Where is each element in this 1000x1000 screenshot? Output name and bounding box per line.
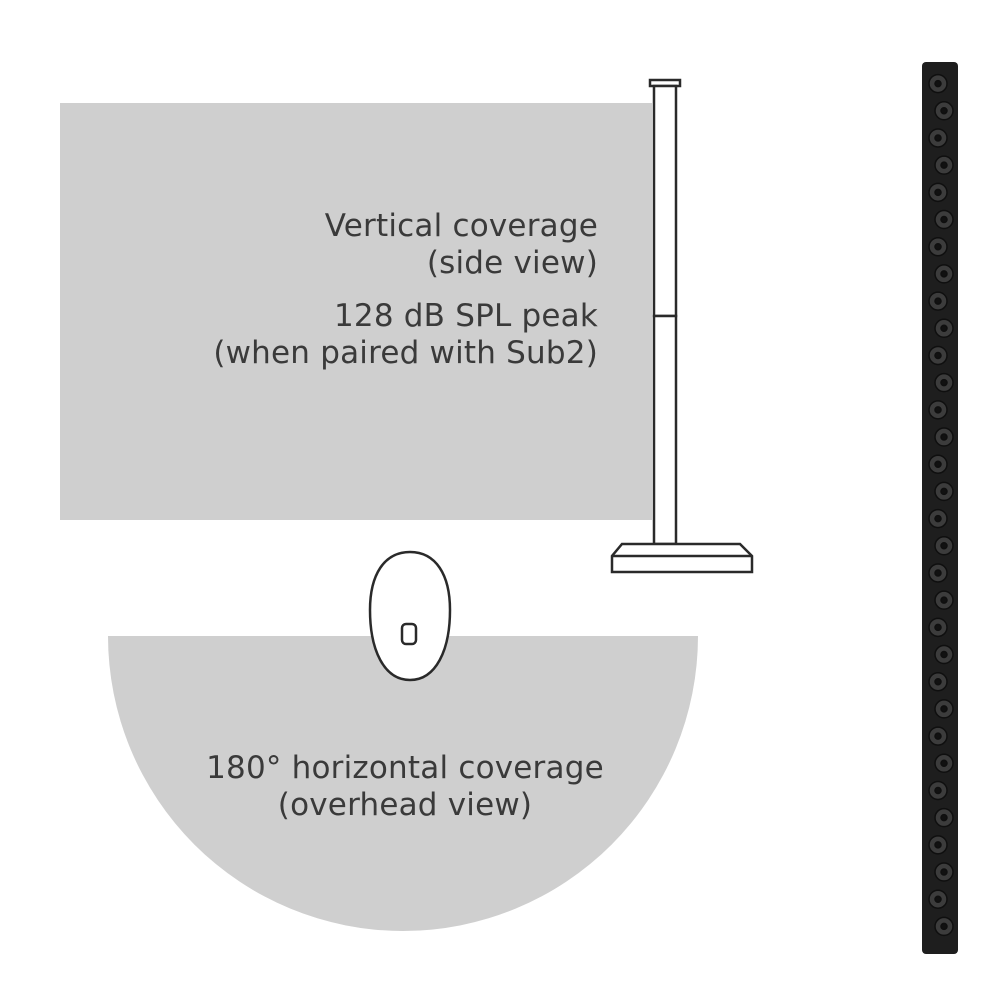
speaker-overhead-view-icon [368, 550, 452, 682]
array-driver-cone [934, 732, 942, 740]
array-driver-cone [934, 569, 942, 577]
array-driver-cone [934, 79, 942, 88]
vertical-coverage-title: Vertical coverage [324, 208, 598, 244]
array-driver-cone [934, 460, 942, 468]
array-driver-cone [940, 868, 948, 876]
array-driver-cone [940, 542, 948, 550]
array-driver-cone [940, 270, 948, 278]
horizontal-coverage-label: 180° horizontal coverage (overhead view) [0, 750, 810, 824]
array-driver-cone [940, 324, 948, 333]
array-driver-cone [940, 813, 948, 822]
array-driver-cone [934, 895, 942, 903]
array-driver-cone [934, 134, 942, 142]
array-driver-cone [940, 215, 948, 224]
array-driver-cone [934, 242, 942, 251]
array-driver-cone [940, 378, 948, 387]
horizontal-coverage-area [108, 636, 698, 931]
vertical-coverage-area [60, 103, 652, 520]
speaker-array-column-icon [922, 62, 958, 954]
array-driver-cone [934, 406, 942, 414]
horizontal-coverage-title: 180° horizontal coverage [206, 750, 604, 786]
array-driver-cone [940, 161, 948, 169]
column-speaker-side-view-icon [610, 78, 754, 574]
array-driver-cone [940, 433, 948, 441]
array-driver-cone [940, 650, 948, 659]
array-driver-cone [934, 351, 942, 360]
spl-peak-note: (when paired with Sub2) [213, 335, 598, 371]
array-driver-cone [940, 705, 948, 713]
array-driver-cone [934, 677, 942, 686]
vertical-coverage-label: Vertical coverage (side view) 128 dB SPL… [213, 208, 598, 372]
array-driver-cone [934, 841, 942, 849]
array-driver-cone [940, 487, 948, 496]
horizontal-coverage-subtitle: (overhead view) [277, 787, 533, 823]
array-driver-cone [940, 107, 948, 115]
array-driver-cone [934, 514, 942, 523]
array-driver-cone [940, 922, 948, 931]
array-driver-cone [934, 188, 942, 197]
array-driver-cone [934, 623, 942, 632]
array-driver-cone [934, 786, 942, 795]
array-driver-cone [940, 596, 948, 604]
vertical-coverage-subtitle: (side view) [426, 245, 598, 281]
array-driver-cone [940, 759, 948, 768]
array-driver-cone [934, 297, 942, 305]
spl-peak-text: 128 dB SPL peak [333, 298, 598, 334]
